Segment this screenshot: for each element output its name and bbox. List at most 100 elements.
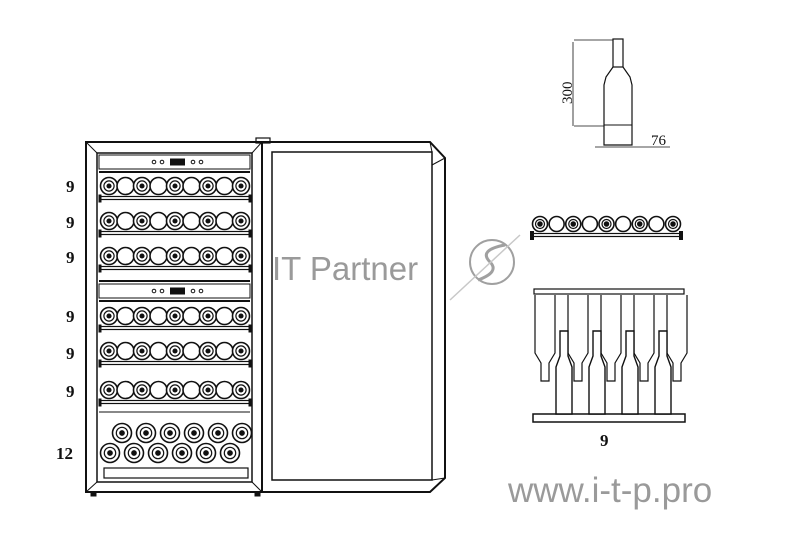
bottle-ring	[667, 218, 679, 230]
bottle-inverted	[621, 330, 639, 415]
bottle-cap	[205, 348, 211, 354]
bottle	[116, 380, 135, 400]
bottle-cap	[172, 218, 178, 224]
bottle-cap	[238, 313, 244, 319]
bottle-ring	[235, 426, 249, 440]
panel-button-icon	[190, 288, 196, 294]
bottle-cap	[106, 218, 112, 224]
shelf-bracket	[248, 229, 252, 238]
bottle-cap	[106, 387, 112, 393]
rack-detail	[530, 215, 688, 423]
bottle	[215, 246, 234, 266]
bottle	[182, 341, 201, 361]
bottle-ring	[235, 180, 247, 192]
bottle-ring	[235, 384, 247, 396]
bottle-ring	[103, 250, 115, 262]
bottle-ring	[235, 345, 247, 357]
bottle	[215, 341, 234, 361]
temperature-display	[170, 287, 185, 295]
bottle-cap	[106, 253, 112, 259]
bottle-upright	[567, 295, 589, 382]
bottle	[116, 341, 135, 361]
bottle-cap	[172, 313, 178, 319]
bottle-inverted	[588, 330, 606, 415]
bottle-cap	[238, 348, 244, 354]
bottle-ring	[202, 215, 214, 227]
bottle-cap	[119, 430, 125, 436]
watermark: IT Partner www.i-t-p.pro	[272, 234, 712, 510]
bottle-ring	[151, 446, 165, 460]
bottle	[614, 215, 632, 233]
bottle-height-dimension: 300	[560, 82, 576, 105]
bottle-ring	[169, 215, 181, 227]
shelf-bracket	[679, 231, 683, 240]
bottle-ring	[136, 384, 148, 396]
bottle-cap	[155, 450, 161, 456]
shelf-count-2: 9	[66, 213, 75, 232]
shelf-rail	[531, 232, 682, 238]
bottle	[149, 380, 168, 400]
watermark-brand: IT Partner	[272, 250, 418, 287]
bottle-ring	[202, 384, 214, 396]
bottle-ring	[202, 250, 214, 262]
bottle-ring	[202, 310, 214, 322]
bottle-ring	[534, 218, 546, 230]
shelf-bracket	[248, 398, 252, 407]
bottle-cap	[106, 313, 112, 319]
panel-button-icon	[159, 288, 165, 294]
watermark-url: www.i-t-p.pro	[507, 471, 712, 510]
bottle-cap	[167, 430, 173, 436]
bottle-ring	[136, 310, 148, 322]
bottle-inverted	[654, 330, 672, 415]
panel-button-icon	[151, 288, 157, 294]
bottle-ring	[103, 446, 117, 460]
bottle-cap	[106, 348, 112, 354]
bottle-cap	[107, 450, 113, 456]
bottle-cap	[139, 253, 145, 259]
bottle-cap	[238, 218, 244, 224]
bottle-ring	[187, 426, 201, 440]
bottle-cap	[139, 183, 145, 189]
bottle-ring	[235, 215, 247, 227]
shelf-bracket	[248, 264, 252, 273]
panel-button-icon	[198, 159, 204, 165]
bottle-ring	[136, 345, 148, 357]
bottle-cap	[637, 221, 643, 227]
shelf-rail	[99, 360, 251, 366]
bottle-cap	[191, 430, 197, 436]
bottle-cap	[603, 221, 610, 227]
bottle-ring	[103, 345, 115, 357]
bottle-ring	[163, 426, 177, 440]
bottle-cap	[205, 218, 211, 224]
bottle-cap	[143, 430, 149, 436]
shelf-bracket	[248, 324, 252, 333]
bottle-ring	[223, 446, 237, 460]
bottle-ring	[103, 180, 115, 192]
bottle	[215, 176, 234, 196]
bottle-cap	[205, 183, 211, 189]
shelf-rail	[99, 230, 251, 236]
shelf-count-3: 9	[66, 248, 75, 267]
bottle-cap	[205, 313, 211, 319]
bottle	[548, 215, 565, 233]
panel-button-icon	[198, 288, 204, 294]
bottle-upright	[633, 295, 655, 382]
bottle-upright	[600, 295, 622, 382]
shelf-count-1: 9	[66, 177, 75, 196]
panel-button-icon	[159, 159, 165, 165]
bottle-cap	[131, 450, 137, 456]
temperature-display	[170, 158, 185, 166]
bottle	[116, 306, 135, 326]
bottle	[215, 306, 234, 326]
panel-button-icon	[151, 159, 157, 165]
bottle	[581, 215, 599, 233]
bottle	[149, 306, 168, 326]
bottle-ring	[175, 446, 189, 460]
bottle-cap	[537, 221, 543, 227]
bottle-cap	[570, 221, 576, 227]
shelf-rail	[99, 325, 251, 331]
bottle-diameter-dimension: 76	[651, 133, 667, 149]
bottle-cap	[139, 348, 145, 354]
bottle-ring	[103, 310, 115, 322]
shelf-count-6: 9	[66, 382, 75, 401]
